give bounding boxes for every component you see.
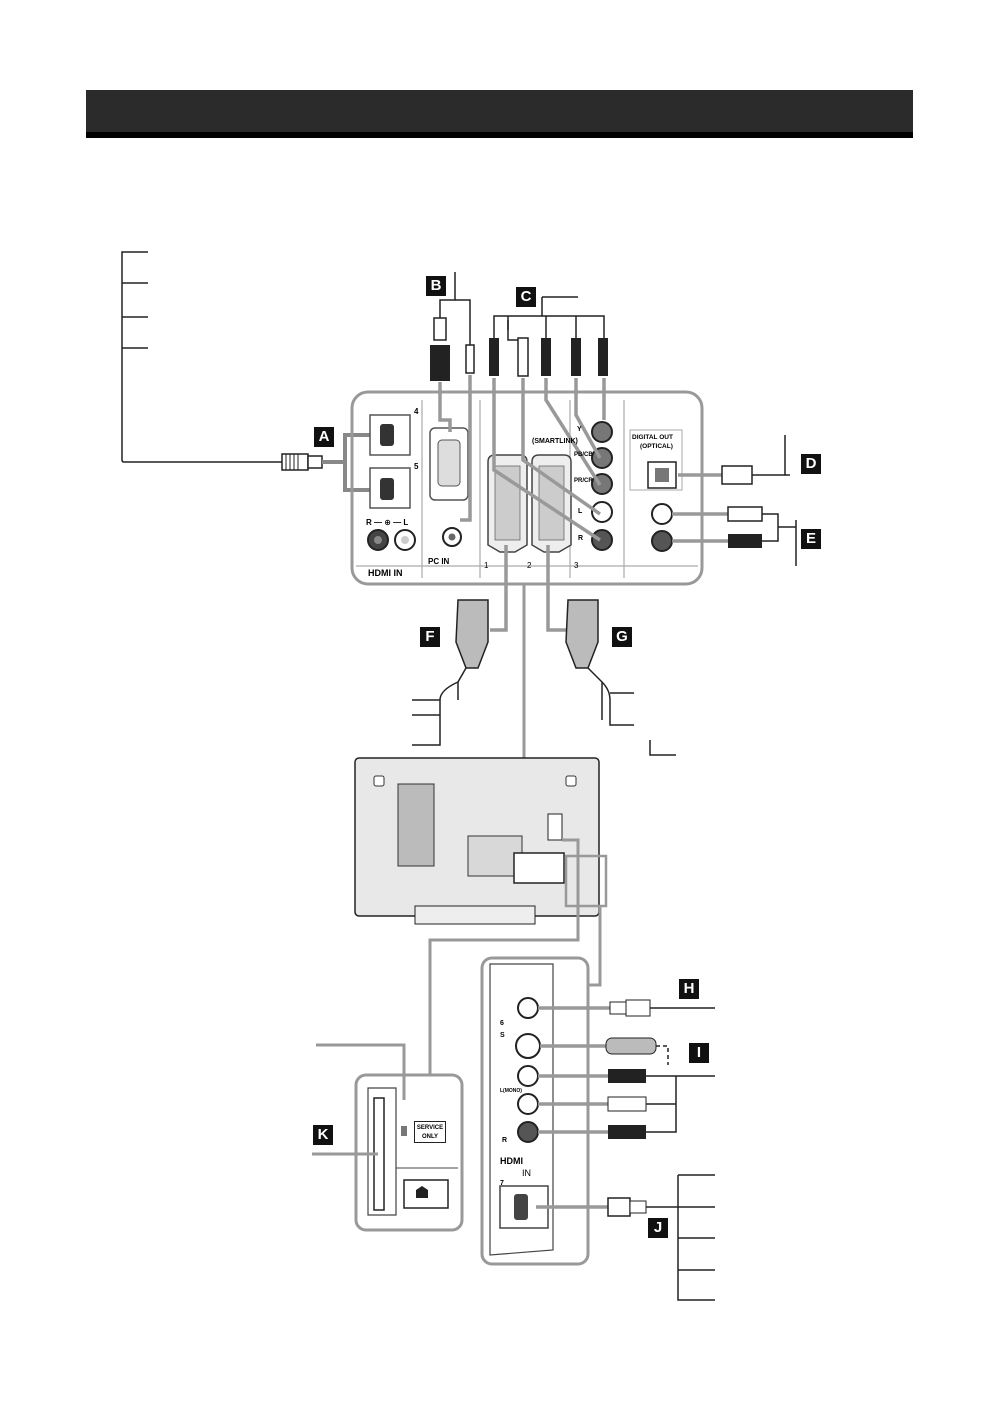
component-r-jack[interactable] xyxy=(591,529,613,551)
pr-label: PR/CR xyxy=(574,478,593,484)
side-audio-r-jack[interactable] xyxy=(517,1121,539,1143)
audio-rl-label: R — ⊕ — L xyxy=(366,518,409,527)
pc-vga-port[interactable] xyxy=(429,427,469,501)
label-a: A xyxy=(314,427,334,447)
label-k: K xyxy=(313,1125,333,1145)
headphone-jack[interactable] xyxy=(517,997,539,1019)
side-panel xyxy=(480,956,590,1266)
component-3-label: 3 xyxy=(574,561,579,570)
tv-rear xyxy=(354,757,608,925)
s-video-jack[interactable] xyxy=(515,1033,541,1059)
side-hdmi-label: HDMI xyxy=(500,1156,523,1166)
digital-out-label: DIGITAL OUT xyxy=(632,434,673,441)
scart-port-1[interactable] xyxy=(487,454,528,553)
hdmi-port-5[interactable] xyxy=(369,467,411,509)
y-label: Y xyxy=(577,426,582,433)
hdmi-port-4[interactable] xyxy=(369,414,411,456)
s-video-label: S xyxy=(500,1032,505,1039)
service-only-box: SERVICE ONLY xyxy=(414,1121,446,1143)
label-c: C xyxy=(516,287,536,307)
component-y-jack[interactable] xyxy=(591,421,613,443)
side-video-jack[interactable] xyxy=(517,1065,539,1087)
label-b: B xyxy=(426,276,446,296)
service-label-line2: ONLY xyxy=(421,1134,439,1140)
input-7-label: 7 xyxy=(500,1180,504,1187)
label-f: F xyxy=(420,627,440,647)
hdmi-5-label: 5 xyxy=(414,462,419,471)
pc-in-label: PC IN xyxy=(428,557,450,566)
label-j: J xyxy=(648,1218,668,1238)
optical-label: (OPTICAL) xyxy=(640,443,673,450)
component-l-jack[interactable] xyxy=(591,501,613,523)
audio-out-r-jack[interactable] xyxy=(651,530,673,552)
label-d: D xyxy=(801,454,821,474)
scart-1-label: 1 xyxy=(484,561,489,570)
service-port xyxy=(401,1126,407,1136)
input-6-label: 6 xyxy=(500,1020,504,1027)
optical-out-port[interactable] xyxy=(647,461,677,489)
usb-port[interactable] xyxy=(403,1179,449,1209)
hdmi-4-label: 4 xyxy=(414,407,419,416)
service-label-line1: SERVICE xyxy=(416,1125,444,1131)
label-g: G xyxy=(612,627,632,647)
section-header-bar xyxy=(86,90,913,138)
label-e: E xyxy=(801,529,821,549)
pb-label: PB/CB xyxy=(574,452,593,458)
label-h: H xyxy=(679,979,699,999)
smartlink-label: (SMARTLINK) xyxy=(532,438,578,445)
scart-2-label: 2 xyxy=(527,561,532,570)
comp-r-label: R xyxy=(578,535,584,542)
side-in-label: IN xyxy=(522,1168,531,1178)
comp-l-label: L xyxy=(578,508,583,515)
side-r-label: R xyxy=(502,1137,508,1144)
scart-plug-f xyxy=(455,599,489,700)
rear-panel xyxy=(350,390,704,586)
side-audio-l-jack[interactable] xyxy=(517,1093,539,1115)
l-mono-label: L(MONO) xyxy=(500,1088,522,1094)
hdmi-in-label: HDMI IN xyxy=(368,568,403,578)
scart-plug-g xyxy=(565,599,603,720)
audio-out-l-jack[interactable] xyxy=(651,503,673,525)
label-i: I xyxy=(689,1043,709,1063)
hdmi-plug-a xyxy=(281,453,323,471)
